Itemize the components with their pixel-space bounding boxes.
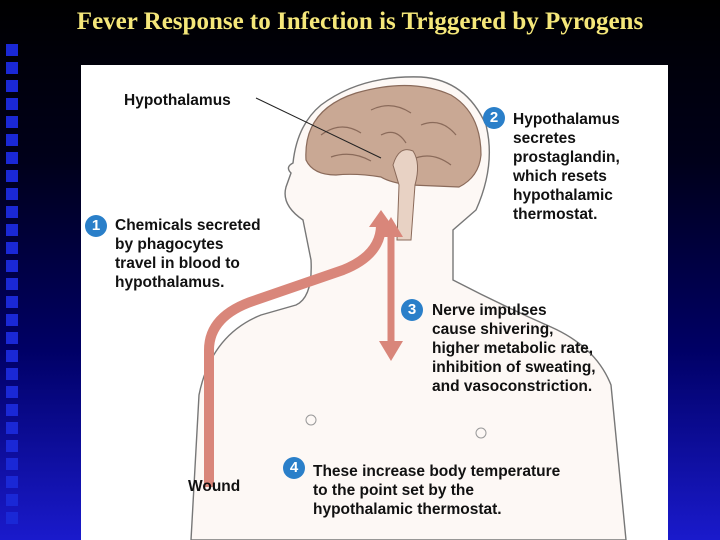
- blood-arrowhead: [369, 210, 393, 227]
- slide-title: Fever Response to Infection is Triggered…: [76, 8, 644, 35]
- decorative-square: [6, 134, 18, 146]
- brain-shape: [305, 84, 482, 188]
- step-4-text: These increase body temperature to the p…: [313, 463, 561, 518]
- decorative-square: [6, 188, 18, 200]
- decorative-square: [6, 494, 18, 506]
- decorative-square: [6, 62, 18, 74]
- nerve-arrowhead-down: [379, 341, 403, 361]
- decorative-square: [6, 170, 18, 182]
- nerve-arrowhead-up: [379, 217, 403, 237]
- decorative-square: [6, 368, 18, 380]
- decorative-square: [6, 98, 18, 110]
- chest-mark-right: [475, 427, 487, 439]
- decorative-square: [6, 350, 18, 362]
- decorative-square: [6, 314, 18, 326]
- step-1-text: Chemicals secreted by phagocytes travel …: [115, 217, 261, 291]
- decorative-square: [6, 278, 18, 290]
- decorative-square: [6, 80, 18, 92]
- step-3-text: Nerve impulses cause shivering, higher m…: [432, 302, 596, 395]
- blood-path-arrow: [204, 224, 386, 487]
- fever-diagram: Hypothalamus Wound 1 Chemicals secreted …: [81, 65, 668, 540]
- decorative-square-strip: [0, 44, 26, 540]
- brainstem: [392, 149, 419, 241]
- decorative-square: [6, 242, 18, 254]
- decorative-square: [6, 404, 18, 416]
- step-2-text: Hypothalamus secretes prostaglandin, whi…: [513, 111, 620, 223]
- decorative-square: [6, 224, 18, 236]
- hypothalamus-label: Hypothalamus: [124, 92, 231, 109]
- step-4-badge: 4: [283, 457, 305, 479]
- step-1-badge: 1: [85, 215, 107, 237]
- wound-label: Wound: [188, 478, 241, 495]
- brain-folds: [320, 105, 457, 166]
- decorative-square: [6, 116, 18, 128]
- decorative-square: [6, 386, 18, 398]
- decorative-square: [6, 206, 18, 218]
- decorative-square: [6, 296, 18, 308]
- hypothalamus-leader-line: [255, 97, 382, 159]
- decorative-square: [6, 422, 18, 434]
- decorative-square: [6, 44, 18, 56]
- decorative-square: [6, 152, 18, 164]
- decorative-square: [6, 512, 18, 524]
- decorative-square: [6, 458, 18, 470]
- decorative-square: [6, 476, 18, 488]
- chest-mark-left: [305, 414, 317, 426]
- decorative-square: [6, 440, 18, 452]
- decorative-square: [6, 332, 18, 344]
- decorative-square: [6, 260, 18, 272]
- step-2-badge: 2: [483, 107, 505, 129]
- step-3-badge: 3: [401, 299, 423, 321]
